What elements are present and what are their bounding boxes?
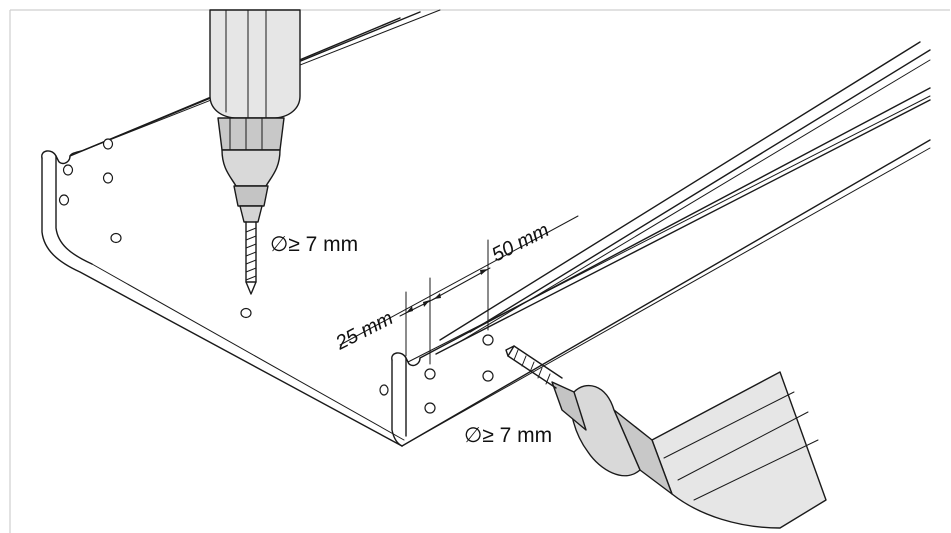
hole xyxy=(424,368,436,380)
cable-tray xyxy=(41,9,931,447)
label-dimension-spacing: 50 mm xyxy=(488,219,552,266)
tray-holes xyxy=(58,138,494,414)
dimension-markers xyxy=(339,215,579,365)
hole xyxy=(102,138,114,150)
figure-frame xyxy=(9,9,950,533)
label-hole-diameter-top: ∅≥ 7 mm xyxy=(270,233,358,256)
drill-bottom xyxy=(505,345,827,529)
hole xyxy=(482,334,494,346)
hole xyxy=(379,384,389,396)
label-hole-diameter-bottom: ∅≥ 7 mm xyxy=(464,424,552,447)
hole xyxy=(58,194,70,206)
hole xyxy=(424,402,436,414)
hole xyxy=(102,172,114,184)
hole xyxy=(482,370,494,382)
label-dimension-edge: 25 mm xyxy=(331,307,396,355)
hole xyxy=(62,164,74,176)
drill-top xyxy=(209,9,301,295)
hole xyxy=(240,307,252,319)
hole xyxy=(110,232,122,244)
